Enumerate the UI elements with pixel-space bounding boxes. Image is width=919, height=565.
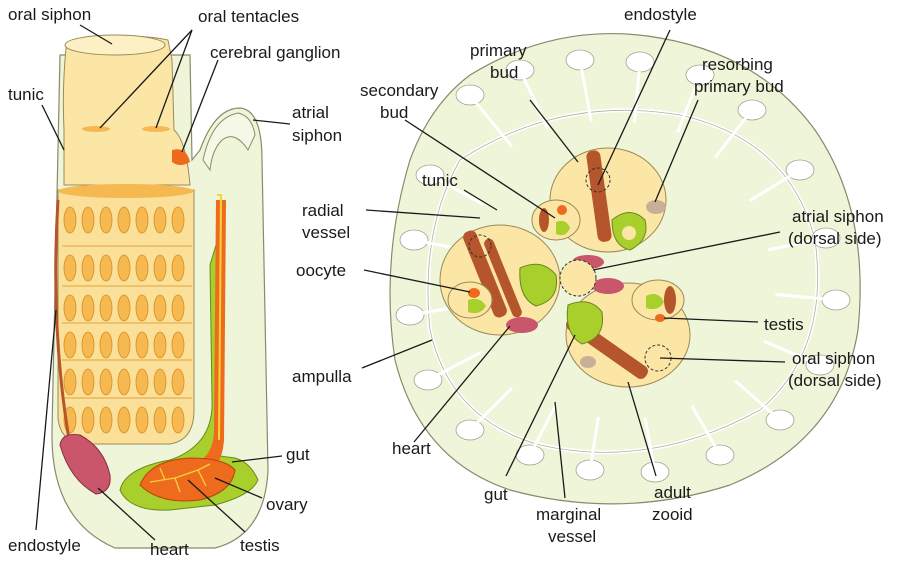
stigma xyxy=(136,407,148,433)
stigma xyxy=(64,369,76,395)
label-radial-vessel-2: vessel xyxy=(302,223,350,242)
label-cerebral-ganglion: cerebral ganglion xyxy=(210,43,340,62)
label-endostyle-left: endostyle xyxy=(8,536,81,555)
stigma xyxy=(82,369,94,395)
stigma xyxy=(136,207,148,233)
stigma xyxy=(100,295,112,321)
stigma xyxy=(118,207,130,233)
stigma xyxy=(100,207,112,233)
adult-zooid-left xyxy=(440,225,560,335)
label-gut-right: gut xyxy=(484,485,508,504)
label-oral-siphon: oral siphon xyxy=(8,5,91,24)
stigma xyxy=(82,295,94,321)
label-oral-tentacles: oral tentacles xyxy=(198,7,299,26)
label-oral-dorsal-2: (dorsal side) xyxy=(788,371,882,390)
label-heart-right: heart xyxy=(392,439,431,458)
left-zooid-drawing xyxy=(52,35,268,548)
label-primary-bud-1: primary xyxy=(470,41,527,60)
stigma xyxy=(154,255,166,281)
label-heart-left: heart xyxy=(150,540,189,559)
stigma xyxy=(100,255,112,281)
resorbing-primary-bud xyxy=(646,200,666,214)
label-resorbing-1: resorbing xyxy=(702,55,773,74)
label-oocyte: oocyte xyxy=(296,261,346,280)
stigma xyxy=(82,332,94,358)
left-tentacle-1 xyxy=(82,126,110,132)
label-tunic-right: tunic xyxy=(422,171,458,190)
stigma xyxy=(118,295,130,321)
stigma xyxy=(118,332,130,358)
stigma xyxy=(118,369,130,395)
label-atrial-siphon-2: siphon xyxy=(292,126,342,145)
label-ovary: ovary xyxy=(266,495,308,514)
left-oral-siphon-opening xyxy=(65,35,165,55)
stigma xyxy=(100,332,112,358)
stigma xyxy=(100,407,112,433)
label-atrial-siphon-1: atrial xyxy=(292,103,329,122)
atrial-siphon-dorsal xyxy=(560,260,596,296)
stigma xyxy=(82,255,94,281)
secondary-bud xyxy=(532,200,580,240)
stigma xyxy=(154,295,166,321)
stigma xyxy=(64,295,76,321)
stigma xyxy=(64,332,76,358)
label-adult-2: zooid xyxy=(652,505,693,524)
label-endostyle-right: endostyle xyxy=(624,5,697,24)
stigma xyxy=(154,407,166,433)
label-resorbing-2: primary bud xyxy=(694,77,784,96)
stigma xyxy=(118,407,130,433)
stigma xyxy=(172,369,184,395)
stigma xyxy=(172,407,184,433)
stigma xyxy=(154,369,166,395)
left-basket-top xyxy=(58,184,194,198)
label-radial-vessel-1: radial xyxy=(302,201,344,220)
stigma xyxy=(100,369,112,395)
label-primary-bud-2: bud xyxy=(490,63,518,82)
stigma xyxy=(136,255,148,281)
label-atrial-dorsal-2: (dorsal side) xyxy=(788,229,882,248)
label-ampulla: ampulla xyxy=(292,367,352,386)
label-oral-dorsal-1: oral siphon xyxy=(792,349,875,368)
label-testis-right: testis xyxy=(764,315,804,334)
stigma xyxy=(172,207,184,233)
label-secondary-bud-2: bud xyxy=(380,103,408,122)
label-testis-left: testis xyxy=(240,536,280,555)
stigma xyxy=(136,295,148,321)
label-marginal-1: marginal xyxy=(536,505,601,524)
stigma xyxy=(172,332,184,358)
stigma xyxy=(172,255,184,281)
label-gut-left: gut xyxy=(286,445,310,464)
stigma xyxy=(82,207,94,233)
stigma xyxy=(136,332,148,358)
label-atrial-dorsal-1: atrial siphon xyxy=(792,207,884,226)
secondary-bud-left xyxy=(448,282,492,318)
stigma xyxy=(154,207,166,233)
stigma xyxy=(154,332,166,358)
stigma xyxy=(172,295,184,321)
stigma xyxy=(82,407,94,433)
label-secondary-bud-1: secondary xyxy=(360,81,439,100)
stigma xyxy=(136,369,148,395)
label-tunic-left: tunic xyxy=(8,85,44,104)
label-marginal-2: vessel xyxy=(548,527,596,546)
colony-drawing xyxy=(390,34,860,504)
stigma xyxy=(64,255,76,281)
left-pharynx-upper xyxy=(63,36,190,185)
stigma xyxy=(118,255,130,281)
label-adult-1: adult xyxy=(654,483,691,502)
stigma xyxy=(64,207,76,233)
